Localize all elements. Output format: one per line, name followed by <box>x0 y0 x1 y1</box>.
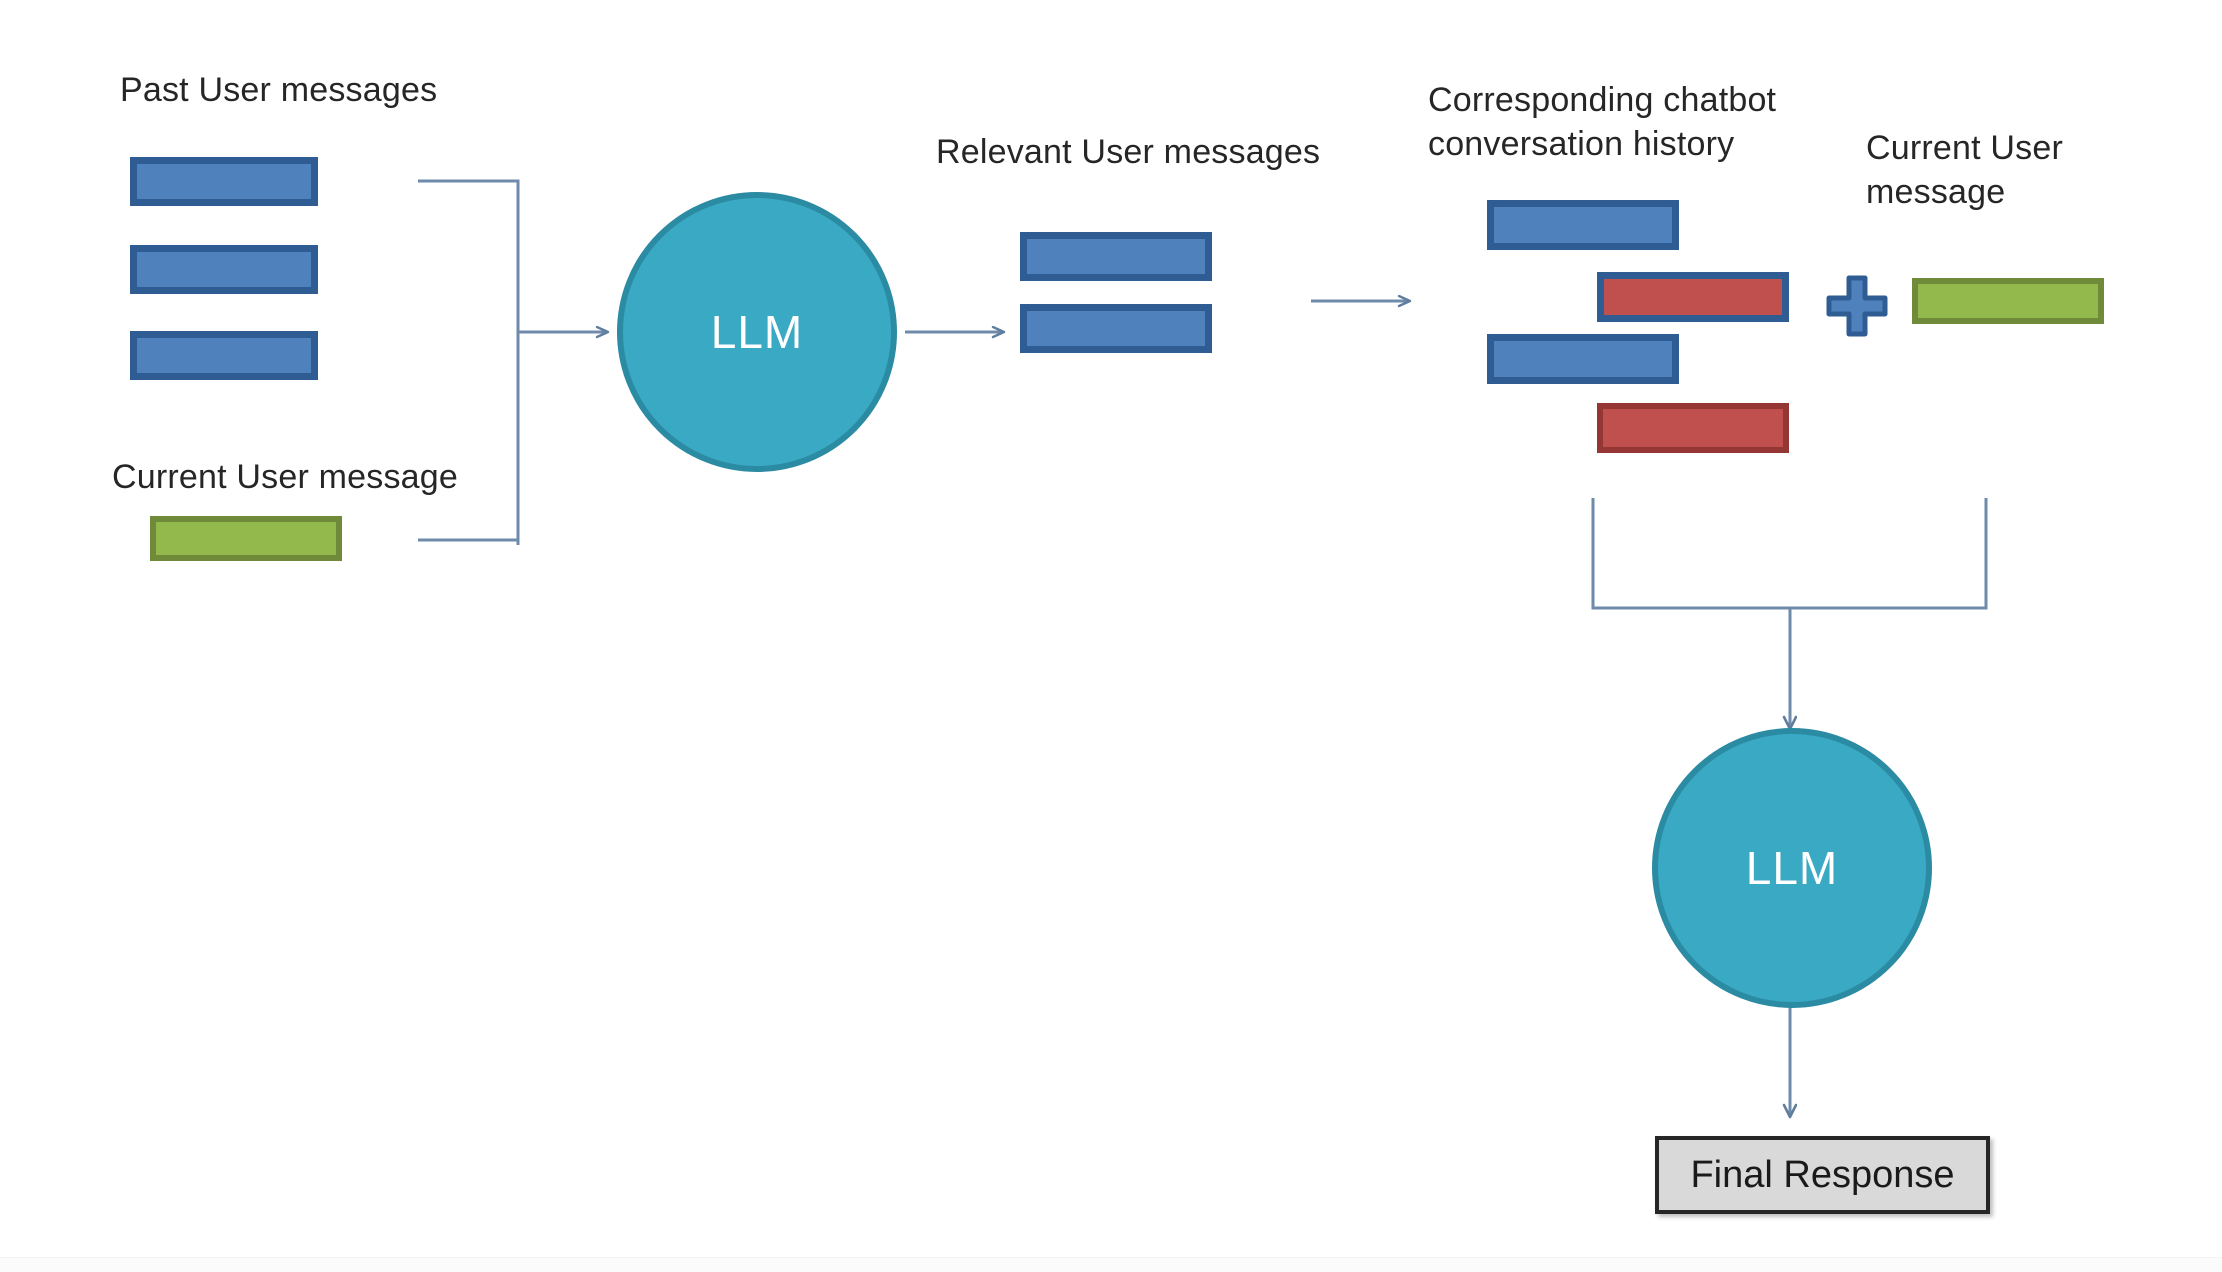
history-user-message-1 <box>1487 200 1679 250</box>
plus-icon <box>1826 275 1888 337</box>
label-current-user-message-left: Current User message <box>112 458 459 496</box>
past-message-3 <box>130 331 318 380</box>
llm-node-second-label: LLM <box>1745 842 1839 894</box>
label-corresponding-conversation-history: Corresponding chatbot conversation histo… <box>1428 81 1777 163</box>
current-message-left <box>150 516 342 561</box>
llm-node-first: LLM <box>617 192 897 472</box>
connector-history-bracket <box>1591 498 1988 610</box>
history-bot-message-2 <box>1597 403 1789 453</box>
final-response-box: Final Response <box>1655 1136 1990 1214</box>
label-past-user-messages: Past User messages <box>120 71 438 109</box>
bottom-edge-band <box>0 1257 2222 1272</box>
history-user-message-2 <box>1487 334 1679 384</box>
relevant-message-2 <box>1020 304 1212 353</box>
current-message-right <box>1912 278 2104 324</box>
llm-node-second: LLM <box>1652 728 1932 1008</box>
llm-node-first-label: LLM <box>710 306 804 358</box>
final-response-label: Final Response <box>1690 1153 1955 1196</box>
label-current-user-message-right: Current User message <box>1866 129 2064 211</box>
label-relevant-user-messages: Relevant User messages <box>936 133 1321 171</box>
history-bot-message-1 <box>1597 272 1789 322</box>
past-message-2 <box>130 245 318 294</box>
past-message-1 <box>130 157 318 206</box>
relevant-message-1 <box>1020 232 1212 281</box>
